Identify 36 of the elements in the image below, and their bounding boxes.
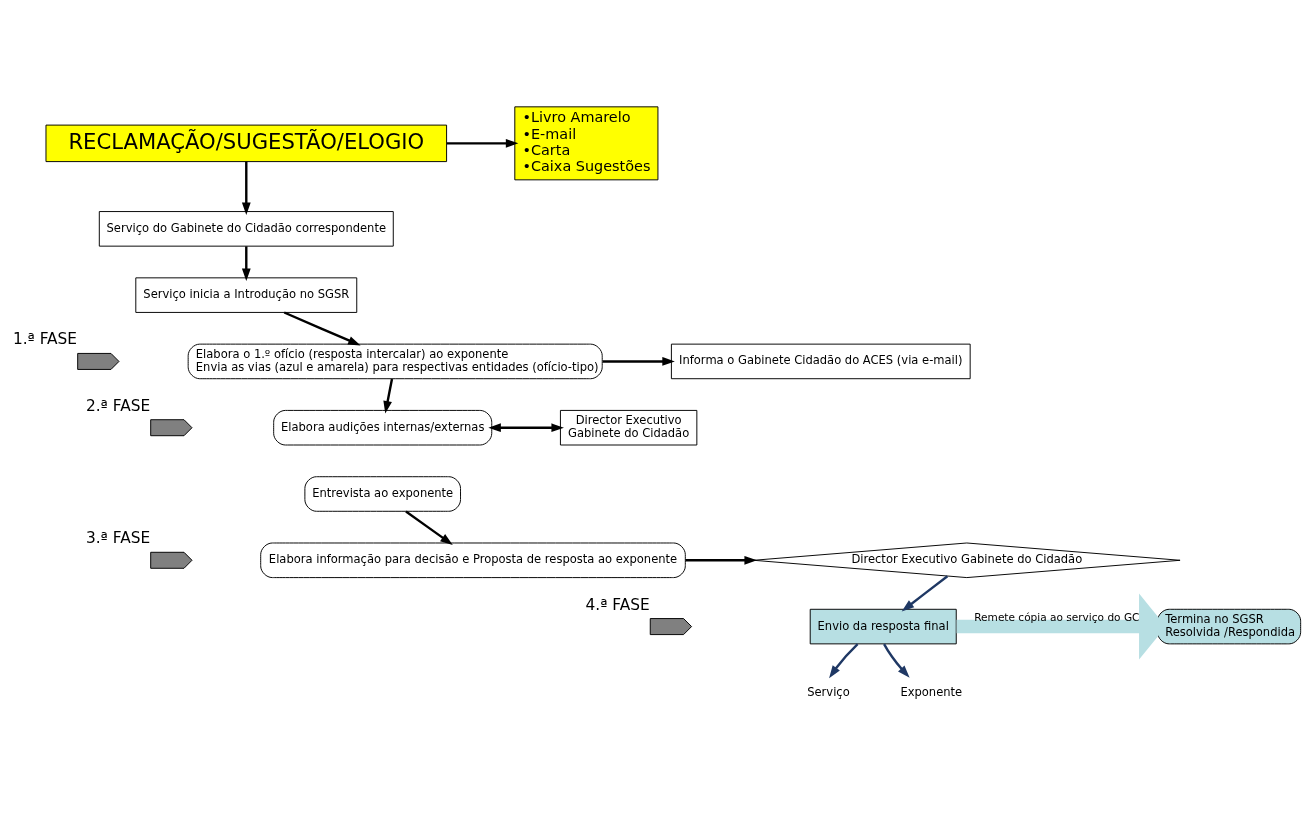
node-box: •Livro Amarelo •E-mail •Carta •Caixa Sugestões [514, 106, 659, 181]
arrow [446, 138, 519, 148]
arrow [405, 510, 453, 545]
node-box: Elabora o 1.º ofício (resposta intercalar) ao exponente Envia as vias (azul e amarela) para respectivas entidades (ofício-tipo) [187, 343, 603, 380]
arrow [283, 311, 361, 346]
node-box: Informa o Gabinete Cidadão do ACES (via e-mail) [670, 343, 971, 380]
node-box: Elabora informação para decisão e Proposta de resposta ao exponente [260, 542, 686, 579]
node-chevron [150, 419, 193, 437]
node-label: 3.ª FASE [85, 529, 151, 548]
node-box: Envio da resposta final [809, 608, 957, 645]
node-label: 1.ª FASE [12, 330, 78, 349]
node-box: RECLAMAÇÃO/SUGESTÃO/ELOGIO [45, 124, 448, 163]
node-box: Serviço do Gabinete do Cidadão correspondente [98, 211, 394, 247]
node-text: Serviço [807, 684, 850, 699]
arrow [829, 643, 859, 679]
node-chevron [77, 352, 120, 370]
node-box: Termina no SGSR Resolvida /Respondida [1157, 608, 1302, 645]
arrow [883, 643, 910, 678]
node-label: 2.ª FASE [85, 396, 151, 415]
node-box: Entrevista ao exponente [304, 476, 461, 512]
edge-label: Remete cópia ao serviço do GC [974, 610, 1140, 623]
arrow [383, 378, 394, 414]
arrow [602, 357, 675, 366]
node-box: Elabora audições internas/externas [273, 409, 493, 446]
arrow [488, 423, 564, 433]
node-chevron [150, 551, 193, 569]
node-box: Director Executivo Gabinete do Cidadão [559, 409, 698, 446]
node-diamond: Director Executivo Gabinete do Cidadão [753, 542, 1181, 579]
node-text: Exponente [900, 684, 963, 699]
arrow [241, 246, 251, 282]
arrow [685, 555, 757, 565]
arrow [241, 161, 251, 216]
node-chevron [649, 618, 693, 636]
node-box: Serviço inicia a Introdução no SGSR [135, 277, 358, 313]
node-label: 4.ª FASE [585, 595, 650, 614]
arrow [901, 575, 949, 612]
